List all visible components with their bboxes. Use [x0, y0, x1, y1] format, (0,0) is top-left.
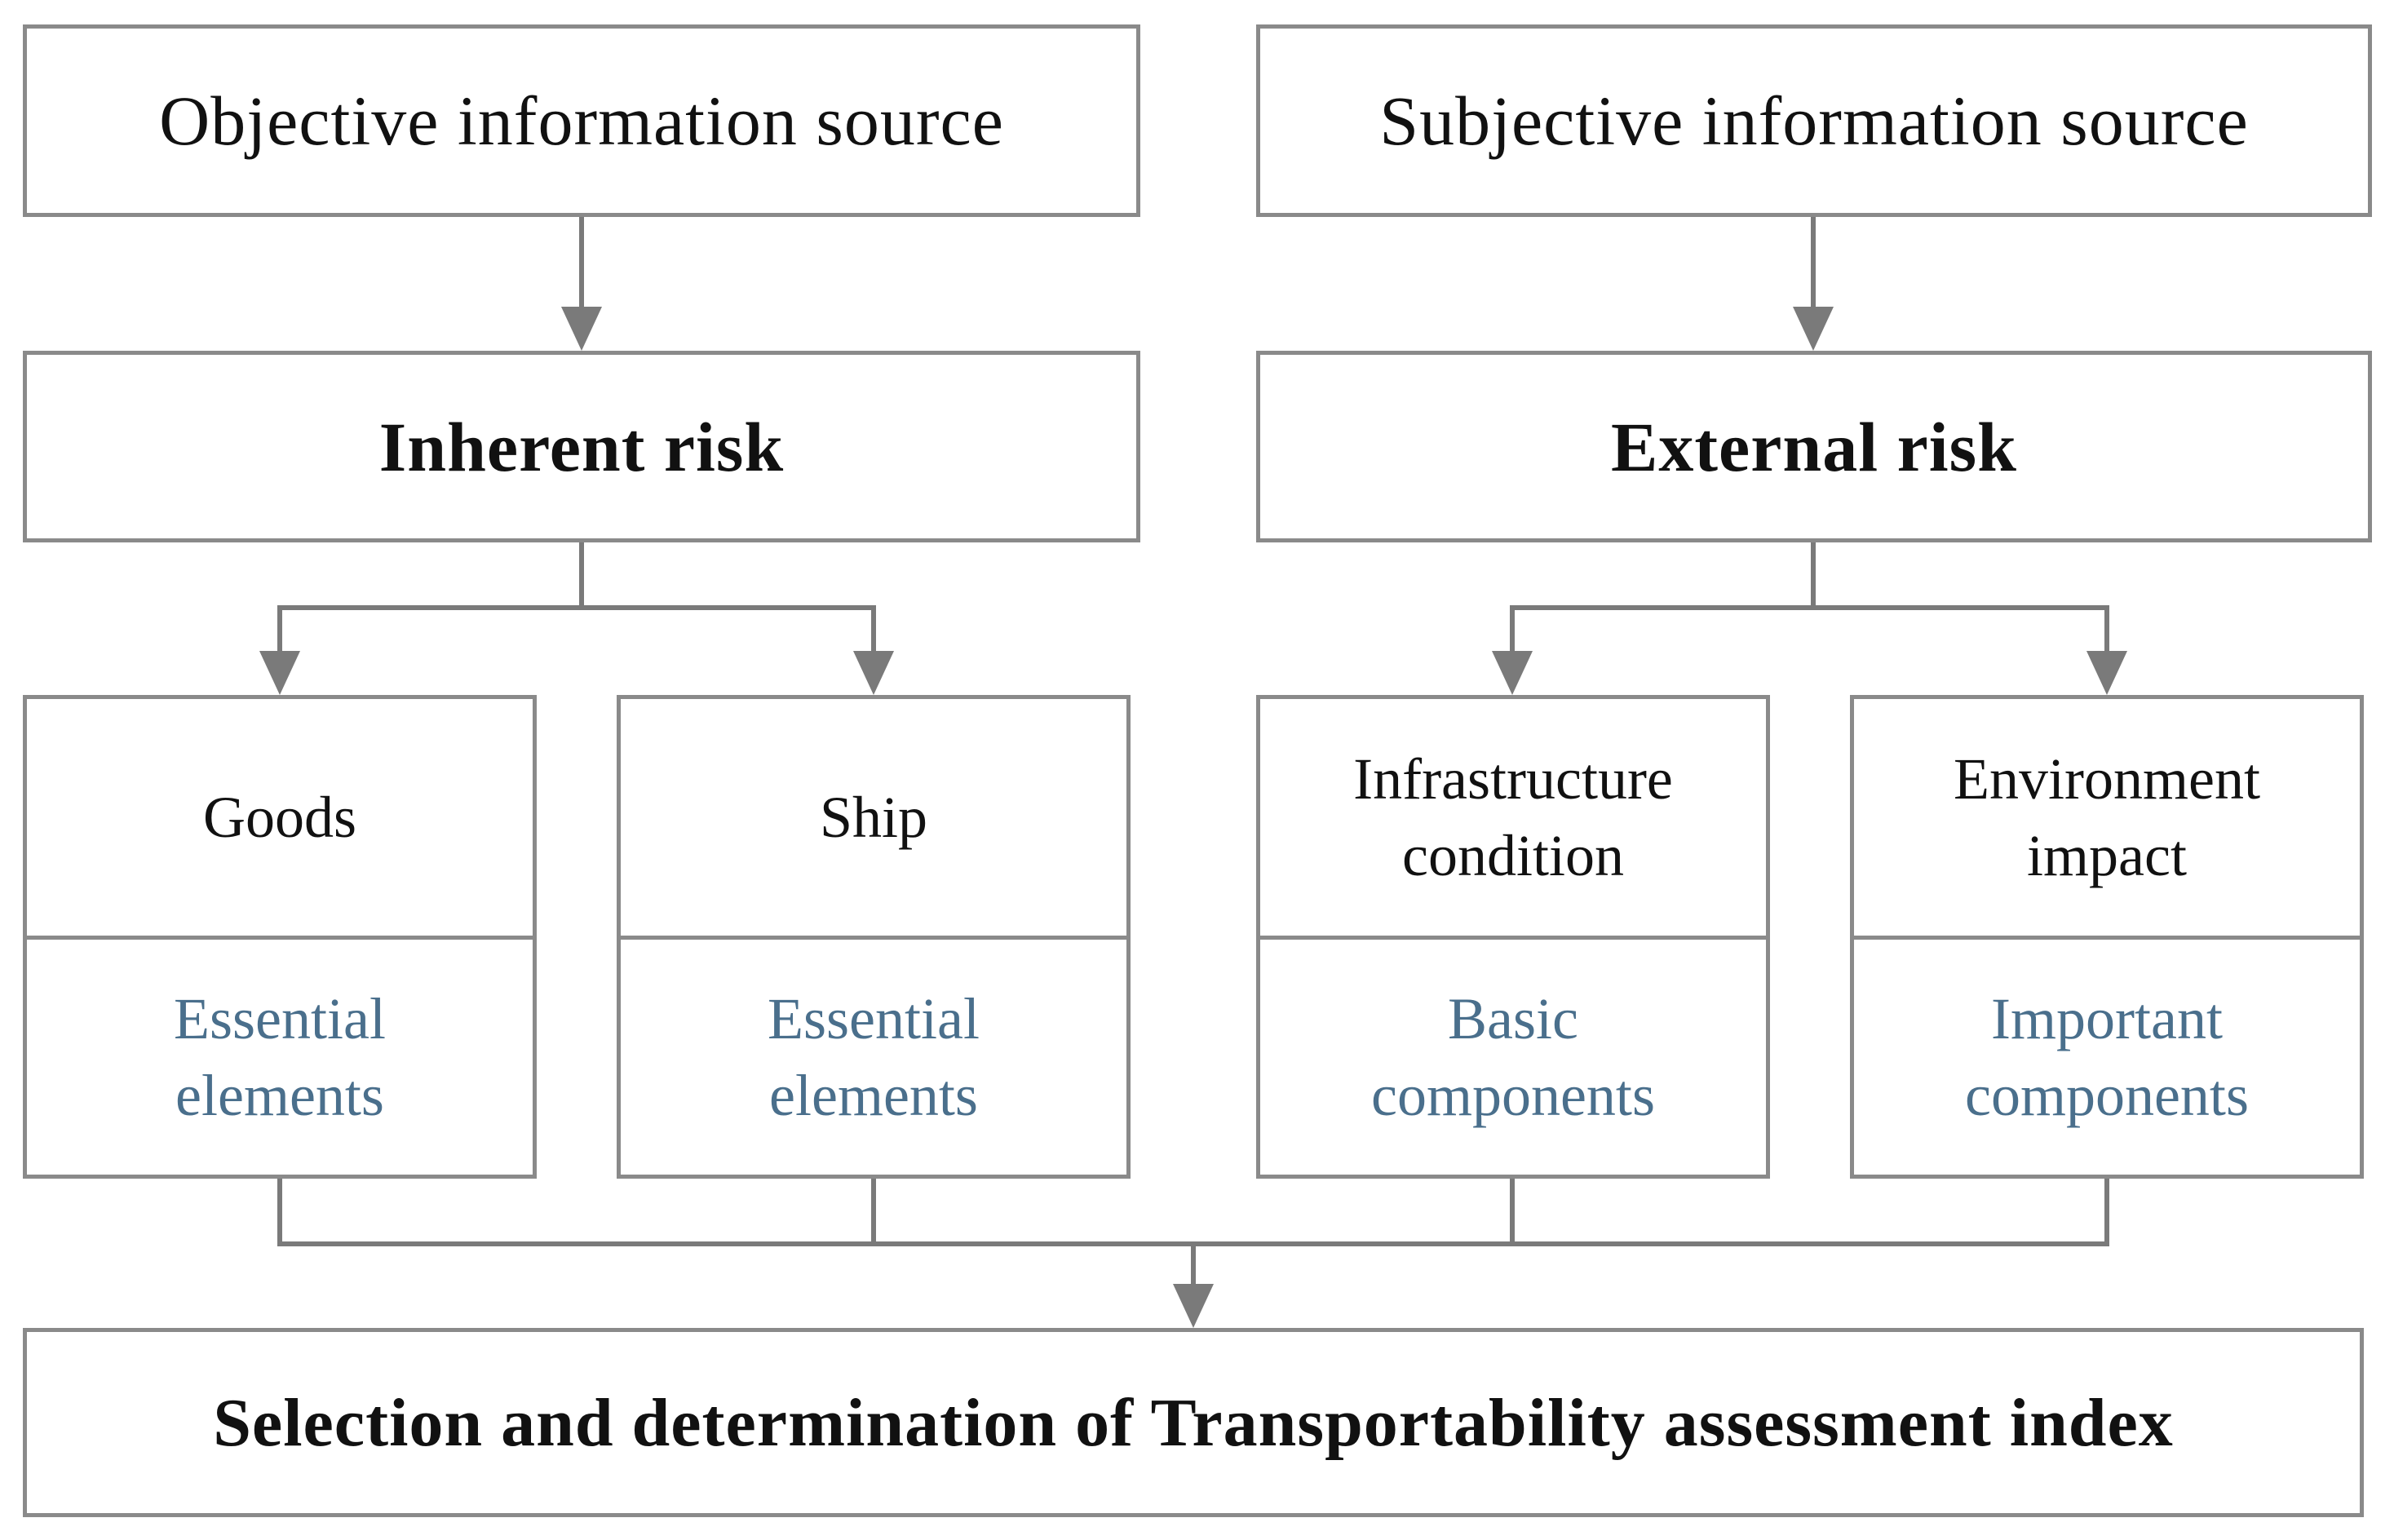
- external-risk-label: External risk: [1611, 407, 2017, 486]
- element-label: Essential elements: [174, 986, 386, 1128]
- subjective-source-label: Subjective information source: [1379, 82, 2249, 160]
- inherent-risk-box: Inherent risk: [23, 351, 1140, 542]
- category-element: Essential elements: [27, 940, 533, 1175]
- result-label: Selection and determination of Transport…: [213, 1384, 2174, 1461]
- arrowhead-result: [1173, 1284, 1214, 1328]
- merge-lines: [277, 1179, 2109, 1246]
- category-label: Goods: [202, 785, 356, 850]
- element-label: Basic components: [1371, 986, 1655, 1128]
- arrowhead-goods: [259, 651, 300, 695]
- branch-external-env: [1813, 605, 2109, 653]
- category-header: Goods: [27, 699, 533, 940]
- branch-inherent-ship: [582, 605, 876, 653]
- category-box-ship: Ship Essential elements: [617, 695, 1131, 1179]
- arrowhead-environment: [2086, 651, 2127, 695]
- external-risk-box: External risk: [1256, 351, 2372, 542]
- branch-inherent: [277, 542, 584, 653]
- category-header: Ship: [621, 699, 1126, 940]
- category-label: Environment impact: [1954, 746, 2260, 888]
- category-label: Infrastructure condition: [1353, 746, 1673, 888]
- category-element: Important components: [1854, 940, 2360, 1175]
- element-label: Essential elements: [768, 986, 980, 1128]
- branch-external: [1510, 542, 1816, 653]
- arrowhead-inherent: [561, 307, 602, 351]
- objective-source-box: Objective information source: [23, 24, 1140, 217]
- category-label: Ship: [819, 785, 928, 850]
- category-element: Essential elements: [621, 940, 1126, 1175]
- category-box-environment: Environment impact Important components: [1850, 695, 2364, 1179]
- category-element: Basic components: [1260, 940, 1766, 1175]
- subjective-source-box: Subjective information source: [1256, 24, 2372, 217]
- category-box-infrastructure: Infrastructure condition Basic component…: [1256, 695, 1770, 1179]
- category-header: Infrastructure condition: [1260, 699, 1766, 940]
- inherent-risk-label: Inherent risk: [378, 407, 785, 486]
- result-box: Selection and determination of Transport…: [23, 1328, 2364, 1517]
- arrowhead-infrastructure: [1492, 651, 1533, 695]
- objective-source-label: Objective information source: [159, 82, 1004, 160]
- arrowhead-ship: [853, 651, 894, 695]
- category-header: Environment impact: [1854, 699, 2360, 940]
- arrowhead-external: [1793, 307, 1834, 351]
- category-box-goods: Goods Essential elements: [23, 695, 537, 1179]
- element-label: Important components: [1965, 986, 2249, 1128]
